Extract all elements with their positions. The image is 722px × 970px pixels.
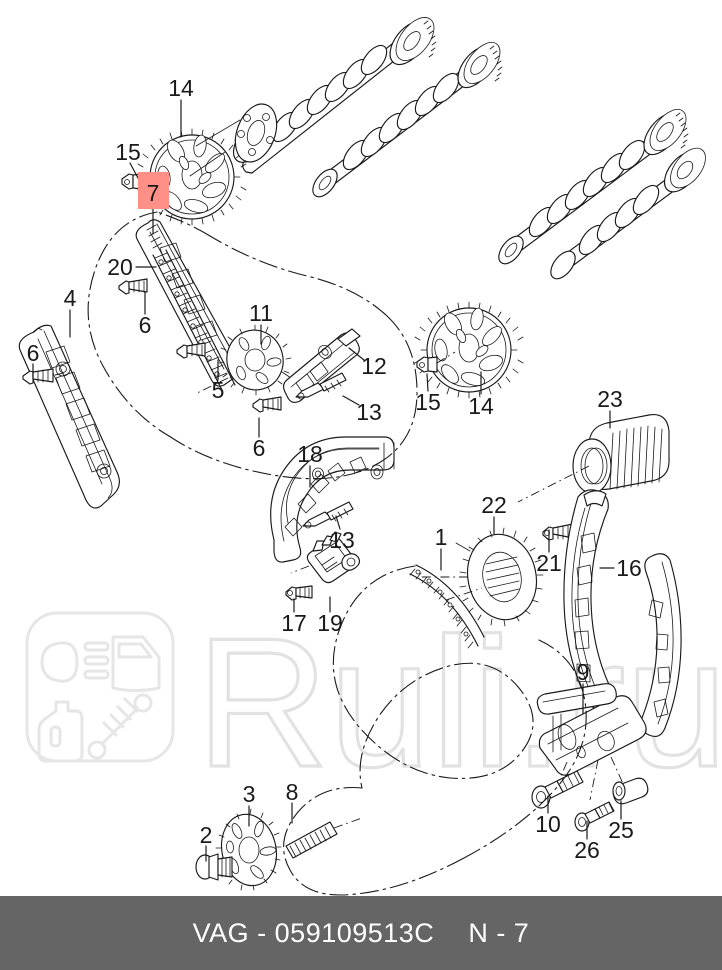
callout-14-top: 14 <box>168 75 194 101</box>
callout-25: 25 <box>608 817 634 843</box>
oil-bottle-icon <box>37 700 84 763</box>
shock-absorber-icon <box>87 693 153 760</box>
highlight-box-7 <box>138 172 169 209</box>
callout-leaders <box>32 99 622 862</box>
spacer-sleeve-25 <box>612 777 649 805</box>
camshaft-sprocket-right <box>414 301 524 399</box>
callout-26: 26 <box>574 837 600 863</box>
guide-rail-rightmost <box>640 553 682 738</box>
bolt-21 <box>542 521 597 541</box>
camshaft-hub-left <box>189 103 278 177</box>
bolt-6-mid <box>118 278 148 295</box>
callout-6-mid: 6 <box>139 312 152 338</box>
bolt-5-left <box>176 342 206 359</box>
callout-1: 1 <box>435 524 448 550</box>
callout-15-left: 15 <box>115 139 141 165</box>
socket-bolt-26 <box>574 801 615 832</box>
callout-15-right: 15 <box>415 389 441 415</box>
callout-11: 11 <box>249 300 273 326</box>
chain-guide-short-12 <box>282 328 361 404</box>
chain-tensioner-body-19 <box>290 531 361 584</box>
car-door-icon <box>111 635 161 692</box>
footer-bar: VAG - 059109513C N - 7 <box>0 896 722 970</box>
tensioner-roller-23 <box>517 414 670 503</box>
callout-4: 4 <box>64 285 77 311</box>
idler-sprocket-11 <box>194 324 301 396</box>
socket-bolt-10 <box>531 770 584 809</box>
timing-chain-1 <box>283 564 587 896</box>
camshaft-lower-left-right-bank <box>498 109 689 265</box>
chain-loop-left <box>87 211 418 480</box>
callout-17: 17 <box>281 610 307 636</box>
crankshaft-sprocket-22 <box>420 527 544 627</box>
callout-5-left: 5 <box>212 377 225 403</box>
callout-23: 23 <box>597 386 623 412</box>
part-number-text: VAG - 059109513C <box>192 917 435 948</box>
bolt-6-left <box>22 368 69 385</box>
callout-13-lower: 13 <box>329 527 355 553</box>
callout-9: 9 <box>577 659 590 685</box>
guide-bracket-9 <box>536 683 647 801</box>
callout-22: 22 <box>481 492 507 518</box>
callout-labels: 14 15 7 20 4 6 6 5 11 6 12 13 15 14 18 1… <box>27 75 642 863</box>
bolt-17 <box>285 585 313 601</box>
spring-pin-8 <box>285 817 363 859</box>
callout-18: 18 <box>297 441 323 467</box>
bolt-2 <box>195 853 233 881</box>
callout-6-right: 6 <box>253 435 266 461</box>
callout-8: 8 <box>286 779 299 805</box>
callout-16: 16 <box>616 555 642 581</box>
callout-6-left: 6 <box>27 340 40 366</box>
page-code-text: N - 7 <box>468 917 530 948</box>
headlight-icon <box>40 641 110 683</box>
camshaft-lower-right-bank <box>550 147 706 280</box>
callout-12: 12 <box>361 353 387 379</box>
callout-10: 10 <box>535 811 561 837</box>
callout-20: 20 <box>107 254 133 280</box>
callout-2: 2 <box>200 822 213 848</box>
stud-13-upper <box>295 372 347 400</box>
callout-3: 3 <box>243 781 256 807</box>
callout-13-upper: 13 <box>356 399 382 425</box>
bolt-6-right <box>252 396 282 413</box>
callout-14-right: 14 <box>468 393 494 419</box>
watermark-text: Ruli.ru <box>196 599 722 805</box>
watermark-logo <box>25 611 175 763</box>
stud-13-lower <box>302 501 354 529</box>
camshaft-upper-right <box>312 42 503 198</box>
bolt-15-right <box>416 351 456 373</box>
callout-21: 21 <box>536 550 562 576</box>
callout-7: 7 <box>147 180 160 206</box>
callout-19: 19 <box>317 610 343 636</box>
